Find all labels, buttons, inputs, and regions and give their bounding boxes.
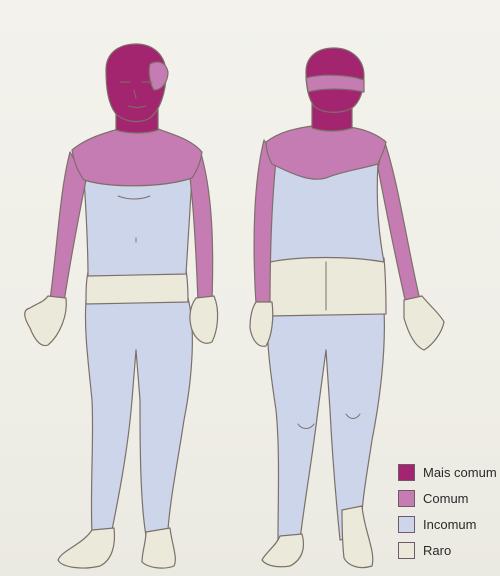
front-legs (85, 298, 192, 536)
legend-swatch (398, 542, 415, 559)
legend-item-incomum: Incomum (398, 514, 500, 534)
back-right-hand (404, 296, 444, 350)
legend-swatch (398, 490, 415, 507)
legend-item-raro: Raro (398, 540, 500, 560)
legend-label: Incomum (423, 517, 476, 532)
legend-swatch (398, 464, 415, 481)
front-feet (58, 528, 114, 568)
back-left-hand (250, 302, 273, 346)
front-left-hand (25, 296, 67, 346)
legend-item-comum: Comum (398, 488, 500, 508)
legend-swatch (398, 516, 415, 533)
legend-label: Mais comum (423, 465, 497, 480)
front-torso (84, 176, 192, 276)
front-shoulders (72, 128, 202, 186)
legend-item-mais-comum: Mais comum (398, 462, 500, 482)
legend-label: Raro (423, 543, 451, 558)
front-body-icon (25, 44, 218, 568)
back-feet (262, 534, 304, 567)
back-legs (267, 310, 384, 540)
legend-label: Comum (423, 491, 469, 506)
front-right-hand (190, 296, 218, 343)
back-hips (268, 254, 386, 317)
legend: Mais comum Comum Incomum Raro (398, 462, 500, 566)
